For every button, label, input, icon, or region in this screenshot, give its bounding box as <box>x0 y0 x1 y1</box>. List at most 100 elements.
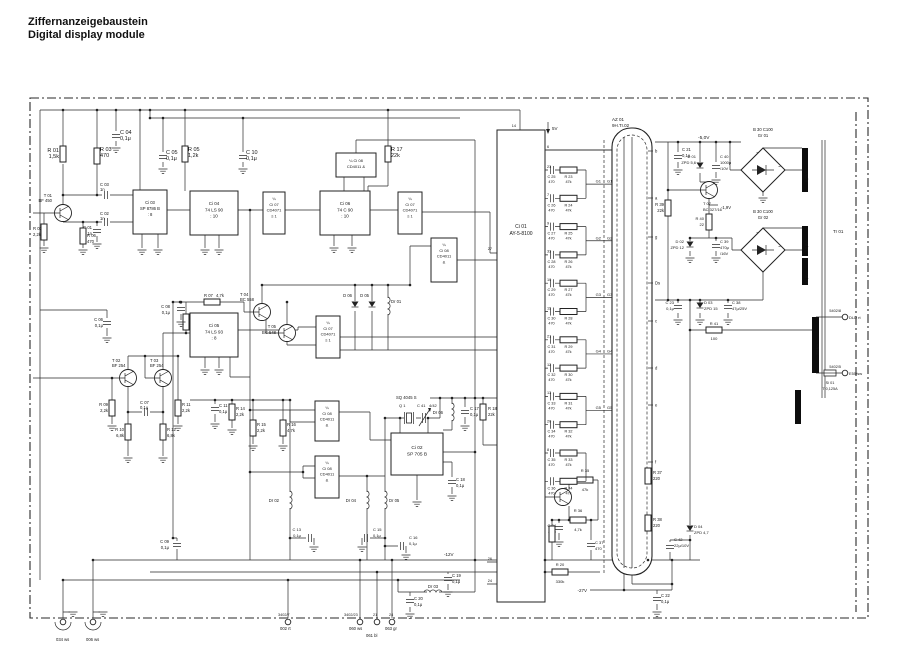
junction-dot <box>688 236 692 240</box>
component-label: 13,8V~ <box>804 270 809 284</box>
voltage-arrow-5v-top <box>546 122 550 134</box>
junction-dot <box>396 578 400 582</box>
ic-ci08b-label: & <box>443 259 446 264</box>
ground-symbol <box>227 429 237 435</box>
component-label: ZPD 15 <box>704 306 718 311</box>
component-label: -5,0V <box>698 135 710 141</box>
ground-symbol <box>447 495 457 501</box>
junction-dot <box>670 582 674 586</box>
ic-ci08c-label: & <box>326 422 329 427</box>
component-label: 47k <box>565 293 571 297</box>
diode-symbol <box>686 525 694 532</box>
capacitor-symbol <box>555 526 563 530</box>
junction-dot <box>473 450 477 454</box>
component-label: 061 bl <box>366 633 377 638</box>
ground-symbol <box>652 611 662 617</box>
resistor-symbol <box>559 477 578 485</box>
crystal-q1 <box>404 412 414 424</box>
component-label: C 36 <box>547 486 555 490</box>
component-label: 22k <box>391 153 400 159</box>
component-label: 5402/5 <box>829 365 841 369</box>
component-label: 063 gr <box>385 626 397 631</box>
resistor-symbol <box>124 423 132 441</box>
junction-dot <box>386 283 390 287</box>
inductor-symbol <box>450 402 455 422</box>
junction-dot <box>281 398 285 402</box>
component-label: 47k <box>565 237 571 241</box>
component-label: 6,8k <box>116 433 125 438</box>
component-label: BF 450 <box>38 198 52 203</box>
ic-ci08d-label: ¼ <box>325 460 329 465</box>
ic-ci07a <box>262 191 286 235</box>
component-label: Gr 02 <box>758 215 769 220</box>
component-label: Dr 03 <box>428 584 439 589</box>
ground-symbol <box>200 249 210 255</box>
transformer-windings <box>795 148 819 424</box>
ground-symbol <box>158 457 168 463</box>
ground-symbol <box>214 369 224 375</box>
wire-network-top-left <box>33 109 521 580</box>
junction-dot <box>248 208 252 212</box>
component-label: 470 <box>548 378 554 382</box>
capacitor-symbol <box>712 244 720 248</box>
component-label: C 27 <box>547 232 555 236</box>
capacitor-symbol <box>674 305 682 309</box>
resistor-symbol <box>79 227 87 245</box>
component-label: C 18 <box>456 477 466 482</box>
ic-ci08c-label: Ci 08 <box>322 411 332 416</box>
component-label: Gr 01 <box>758 133 769 138</box>
diode-symbol <box>686 241 694 248</box>
transistor-symbol <box>554 488 572 506</box>
capacitor-symbol <box>308 534 312 542</box>
ic-ci08b-label: Ci 08 <box>439 248 449 253</box>
component-label: DLD rt <box>849 315 861 320</box>
transistor-symbol <box>253 303 271 321</box>
component-label: 24 <box>488 579 492 583</box>
component-label: 3402/7 <box>278 613 290 617</box>
resistor-symbol <box>559 392 578 400</box>
component-label: R 05 <box>188 147 200 153</box>
component-label: 2,2k <box>100 408 109 413</box>
pin-label: 13 <box>547 391 551 395</box>
component-label: C 39 <box>720 239 729 244</box>
resistor-symbol <box>93 147 101 165</box>
component-label: C 19 <box>452 573 462 578</box>
component-label: Dr 06 <box>433 410 444 415</box>
resistor-symbol <box>249 419 257 437</box>
component-label: 0,1μ <box>219 409 228 414</box>
component-label: C 21 <box>682 147 692 152</box>
resistor-symbol <box>479 403 487 421</box>
ic-ci04-label: Ci 04 <box>209 201 220 206</box>
component-label: 47k <box>565 435 571 439</box>
transistor-symbol <box>119 369 137 387</box>
terminal-circle <box>841 313 849 321</box>
component-label: T 04 <box>240 292 249 297</box>
component-label: 006 ws <box>86 637 99 642</box>
transistor-symbol <box>54 204 72 222</box>
resistor-symbol <box>559 166 578 174</box>
resistor-symbol <box>559 223 578 231</box>
component-label: 0,1μ <box>414 602 423 607</box>
fuse-si01 <box>823 369 837 377</box>
component-label: C 38 <box>732 300 741 305</box>
component-label: R 11 <box>182 402 191 407</box>
component-label: AZ 01 <box>612 117 625 122</box>
junction-dot <box>567 518 571 522</box>
junction-dot <box>176 354 180 358</box>
component-label: 22k <box>657 208 665 213</box>
component-label: R 24 <box>564 203 572 207</box>
ground-symbol <box>137 249 147 255</box>
junction-dot <box>676 298 680 302</box>
component-label: 47k <box>582 487 588 492</box>
component-label: R 27 <box>564 288 572 292</box>
pin-label: 9 <box>547 221 549 225</box>
ic-ci07c-label: ¼ <box>326 320 330 325</box>
component-label: R 12 <box>167 427 177 432</box>
ic-ci02-label: SP 705 B <box>407 452 427 458</box>
component-label: 1n <box>87 231 92 236</box>
component-label: 470 <box>548 406 554 410</box>
module-border <box>29 97 869 619</box>
wire-network-right <box>544 141 842 610</box>
junction-dot <box>390 558 394 562</box>
